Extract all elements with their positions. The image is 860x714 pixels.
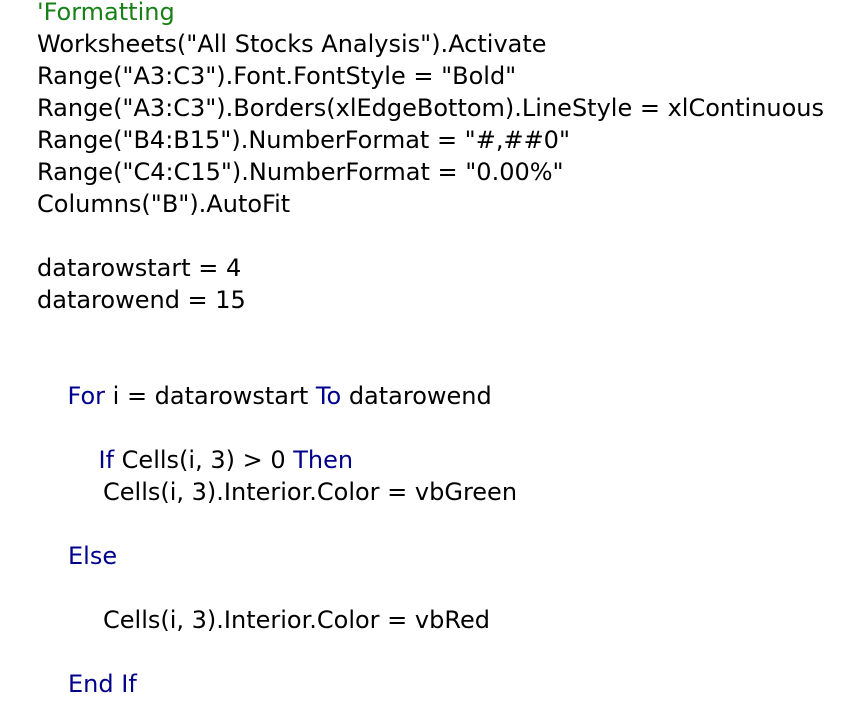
code-line: datarowstart = 4 — [37, 254, 242, 282]
keyword: Then — [293, 446, 354, 474]
if-line: If Cells(i, 3) > 0 Then — [68, 412, 354, 474]
code-line: Worksheets("All Stocks Analysis").Activa… — [37, 30, 547, 58]
keyword: If — [98, 446, 115, 474]
code-line: Cells(i, 3).Interior.Color = vbRed — [103, 606, 490, 634]
end-if-line: End If — [68, 670, 137, 698]
code-line: Range("B4:B15").NumberFormat = "#,##0" — [37, 126, 570, 154]
comment-line: 'Formatting — [37, 0, 175, 26]
code-line: Range("C4:C15").NumberFormat = "0.00%" — [37, 158, 564, 186]
code-line: Range("A3:C3").Font.FontStyle = "Bold" — [37, 62, 517, 90]
code-line: datarowend = 15 — [37, 286, 246, 314]
for-loop-line: For i = datarowstart To datarowend — [37, 348, 492, 410]
code-text: datarowend — [341, 382, 492, 410]
code-text: Cells(i, 3) > 0 — [114, 446, 294, 474]
keyword: To — [315, 382, 342, 410]
code-line: Range("A3:C3").Borders(xlEdgeBottom).Lin… — [37, 94, 825, 122]
else-line: Else — [68, 542, 118, 570]
code-text: i = datarowstart — [105, 382, 316, 410]
keyword: For — [67, 382, 106, 410]
code-line: Columns("B").AutoFit — [37, 190, 291, 218]
code-line: Cells(i, 3).Interior.Color = vbGreen — [103, 478, 518, 506]
